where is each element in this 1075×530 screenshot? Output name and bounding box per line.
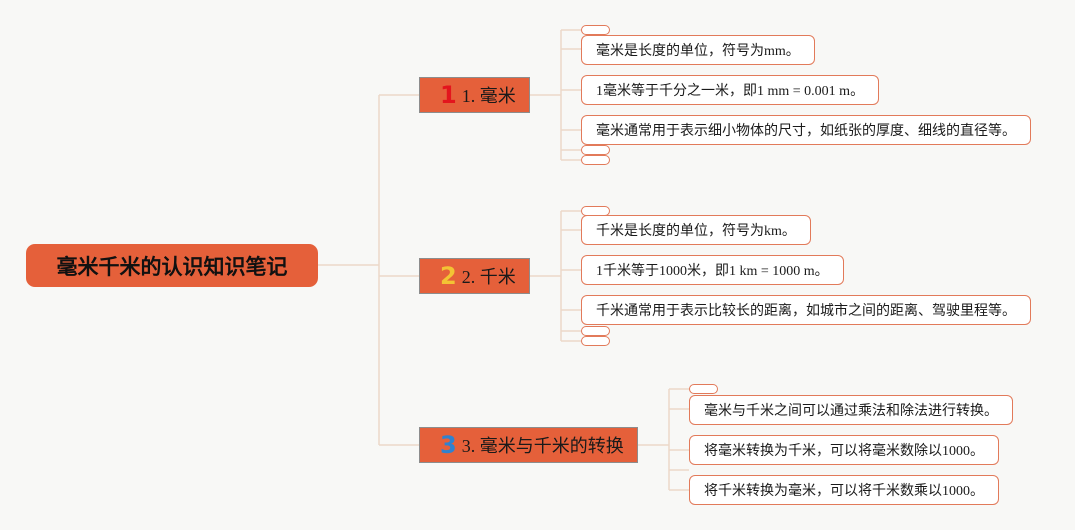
empty-node[interactable] bbox=[581, 326, 610, 336]
number-3-icon: 3 bbox=[440, 431, 457, 459]
leaf-text: 将毫米转换为千米，可以将毫米数除以1000。 bbox=[704, 444, 984, 459]
branch-3-topic[interactable]: 3 3. 毫米与千米的转换 bbox=[419, 427, 638, 463]
branch-1-label: 1. 毫米 bbox=[461, 86, 516, 106]
root-topic[interactable]: 毫米千米的认识知识笔记 bbox=[26, 244, 318, 287]
leaf-text: 千米通常用于表示比较长的距离，如城市之间的距离、驾驶里程等。 bbox=[596, 304, 1016, 319]
leaf-1-3[interactable]: 毫米通常用于表示细小物体的尺寸，如纸张的厚度、细线的直径等。 bbox=[581, 115, 1031, 145]
leaf-text: 将千米转换为毫米，可以将千米数乘以1000。 bbox=[704, 484, 984, 499]
leaf-2-1[interactable]: 千米是长度的单位，符号为km。 bbox=[581, 215, 811, 245]
branch-2-label: 2. 千米 bbox=[461, 267, 516, 287]
branch-1-topic[interactable]: 1 1. 毫米 bbox=[419, 77, 530, 113]
empty-node[interactable] bbox=[689, 384, 718, 394]
empty-node[interactable] bbox=[581, 155, 610, 165]
number-1-icon: 1 bbox=[440, 81, 457, 109]
leaf-3-2[interactable]: 将毫米转换为千米，可以将毫米数除以1000。 bbox=[689, 435, 999, 465]
leaf-1-2[interactable]: 1毫米等于千分之一米，即1 mm = 0.001 m。 bbox=[581, 75, 880, 105]
leaf-2-3[interactable]: 千米通常用于表示比较长的距离，如城市之间的距离、驾驶里程等。 bbox=[581, 295, 1031, 325]
number-2-icon: 2 bbox=[440, 262, 457, 290]
leaf-text: 毫米通常用于表示细小物体的尺寸，如纸张的厚度、细线的直径等。 bbox=[596, 124, 1016, 139]
leaf-3-1[interactable]: 毫米与千米之间可以通过乘法和除法进行转换。 bbox=[689, 395, 1013, 425]
empty-node[interactable] bbox=[581, 336, 610, 346]
root-title: 毫米千米的认识知识笔记 bbox=[56, 254, 288, 279]
leaf-text: 1千米等于1000米，即1 km = 1000 m。 bbox=[596, 264, 829, 279]
leaf-text: 毫米是长度的单位，符号为mm。 bbox=[596, 44, 800, 59]
leaf-text: 千米是长度的单位，符号为km。 bbox=[596, 224, 796, 239]
leaf-3-3[interactable]: 将千米转换为毫米，可以将千米数乘以1000。 bbox=[689, 475, 999, 505]
leaf-1-1[interactable]: 毫米是长度的单位，符号为mm。 bbox=[581, 35, 815, 65]
empty-node[interactable] bbox=[581, 145, 610, 155]
branch-3-label: 3. 毫米与千米的转换 bbox=[461, 436, 624, 456]
leaf-text: 1毫米等于千分之一米，即1 mm = 0.001 m。 bbox=[596, 84, 865, 99]
branch-2-topic[interactable]: 2 2. 千米 bbox=[419, 258, 530, 294]
empty-node[interactable] bbox=[581, 25, 610, 35]
leaf-2-2[interactable]: 1千米等于1000米，即1 km = 1000 m。 bbox=[581, 255, 844, 285]
leaf-text: 毫米与千米之间可以通过乘法和除法进行转换。 bbox=[704, 404, 998, 419]
